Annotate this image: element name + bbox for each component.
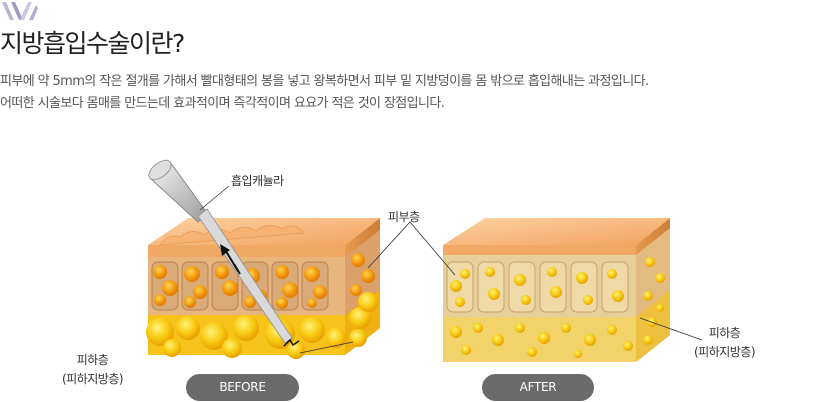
page-title: 지방흡입수술이란? xyxy=(0,29,185,58)
label-skin-layer: 피부층 xyxy=(388,210,420,224)
before-badge: BEFORE xyxy=(186,374,299,401)
cannula xyxy=(148,159,300,347)
label-subcutaneous-left-line1: 피하층 xyxy=(76,353,109,367)
label-cannula: 흡입캐뉼라 xyxy=(231,174,284,188)
label-subcutaneous-left: 피하층 (피하지방층) xyxy=(62,351,124,389)
label-subcutaneous-right: 피하층 (피하지방층) xyxy=(694,324,756,362)
label-subcutaneous-right-line2: (피하지방층) xyxy=(694,345,756,359)
label-subcutaneous-left-line2: (피하지방층) xyxy=(62,372,124,386)
description-line-2: 어떠한 시술보다 몸매를 만드는데 효과적이며 즉각적이며 요요가 적은 것이 … xyxy=(0,96,445,111)
description: 피부에 약 5mm의 작은 절개를 가해서 빨대형태의 봉을 넣고 왕복하면서 … xyxy=(0,71,649,115)
before-skin-block xyxy=(146,218,380,359)
brand-logo-icon xyxy=(2,2,38,20)
after-badge: AFTER xyxy=(482,374,594,401)
description-line-1: 피부에 약 5mm의 작은 절개를 가해서 빨대형태의 봉을 넣고 왕복하면서 … xyxy=(0,74,649,89)
liposuction-illustration xyxy=(146,159,703,362)
label-subcutaneous-right-line1: 피하층 xyxy=(708,326,741,340)
after-skin-block xyxy=(443,218,670,362)
